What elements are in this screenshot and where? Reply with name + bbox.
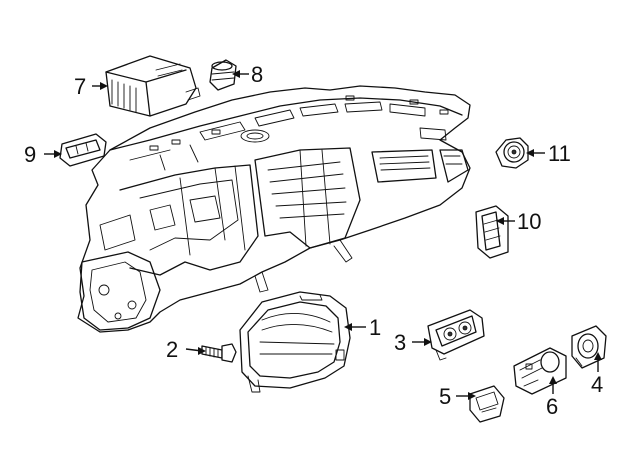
callout-2: 2 [166, 337, 206, 362]
callout-4: 4 [591, 352, 603, 397]
callout-5-label: 5 [439, 384, 451, 409]
callout-11-label: 11 [548, 141, 571, 166]
instrument-panel-carrier [77, 85, 471, 333]
callout-5: 5 [439, 384, 476, 409]
part-4-switch [571, 325, 607, 369]
callout-9-label: 9 [24, 142, 36, 167]
callout-7-label: 7 [74, 74, 86, 99]
part-6-switch-assembly [513, 347, 567, 395]
part-1-instrument-cluster [239, 291, 351, 393]
callout-1-label: 1 [369, 315, 381, 340]
callout-3-label: 3 [394, 330, 406, 355]
part-2-bolt [201, 343, 237, 363]
callout-2-label: 2 [166, 337, 178, 362]
callout-7: 7 [74, 74, 108, 99]
part-5-switch [469, 385, 505, 423]
callout-4-label: 4 [591, 372, 603, 397]
callout-11: 11 [526, 141, 571, 166]
callout-6: 6 [546, 376, 558, 419]
callout-3: 3 [394, 330, 432, 355]
callout-8: 8 [232, 62, 263, 87]
part-8-sensor [209, 59, 237, 91]
part-3-headlamp-switch [427, 309, 485, 361]
part-10-switch [475, 205, 509, 259]
callout-1: 1 [344, 315, 381, 340]
part-9-switch-panel [59, 133, 107, 167]
callout-10-label: 10 [517, 209, 541, 234]
callout-8-label: 8 [251, 62, 263, 87]
callout-9: 9 [24, 142, 62, 167]
part-11-start-button [495, 137, 529, 169]
callout-10: 10 [496, 209, 541, 234]
part-7-module [105, 55, 201, 117]
callout-6-label: 6 [546, 394, 558, 419]
